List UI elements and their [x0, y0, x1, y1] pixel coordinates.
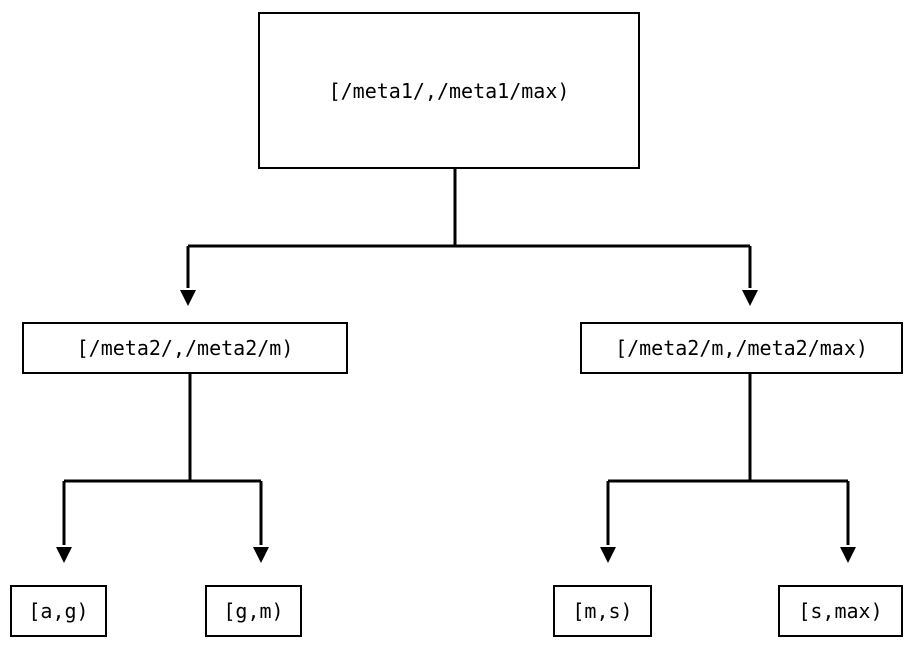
node-root[interactable]: [/meta1/,/meta1/max) [258, 12, 640, 169]
node-leaf-g-m[interactable]: [g,m) [205, 585, 302, 637]
node-root-label: [/meta1/,/meta1/max) [328, 78, 570, 103]
node-leaf-a-g[interactable]: [a,g) [10, 585, 107, 637]
arrowhead-midright-to-leaf-m-s [600, 547, 616, 563]
node-mid-left[interactable]: [/meta2/,/meta2/m) [22, 322, 348, 374]
node-mid-left-label: [/meta2/,/meta2/m) [76, 336, 294, 360]
arrowhead-midleft-to-leaf-g-m [253, 547, 269, 563]
edge-midleft-to-leaves [56, 374, 269, 563]
node-mid-right-label: [/meta2/m,/meta2/max) [615, 336, 868, 360]
node-leaf-a-g-label: [a,g) [28, 599, 89, 623]
arrowhead-midleft-to-leaf-a-g [56, 547, 72, 563]
node-leaf-s-max-label: [s,max) [798, 599, 883, 623]
node-leaf-g-m-label: [g,m) [223, 599, 284, 623]
edge-midright-to-leaves [600, 374, 856, 563]
node-leaf-s-max[interactable]: [s,max) [778, 585, 903, 637]
arrowhead-midright-to-leaf-s-max [840, 547, 856, 563]
arrowhead-root-to-mid-left [180, 290, 196, 306]
arrowhead-root-to-mid-right [742, 290, 758, 306]
node-leaf-m-s[interactable]: [m,s) [553, 585, 652, 637]
node-mid-right[interactable]: [/meta2/m,/meta2/max) [580, 322, 903, 374]
node-leaf-m-s-label: [m,s) [572, 599, 633, 623]
edge-root-to-level1 [180, 169, 758, 306]
